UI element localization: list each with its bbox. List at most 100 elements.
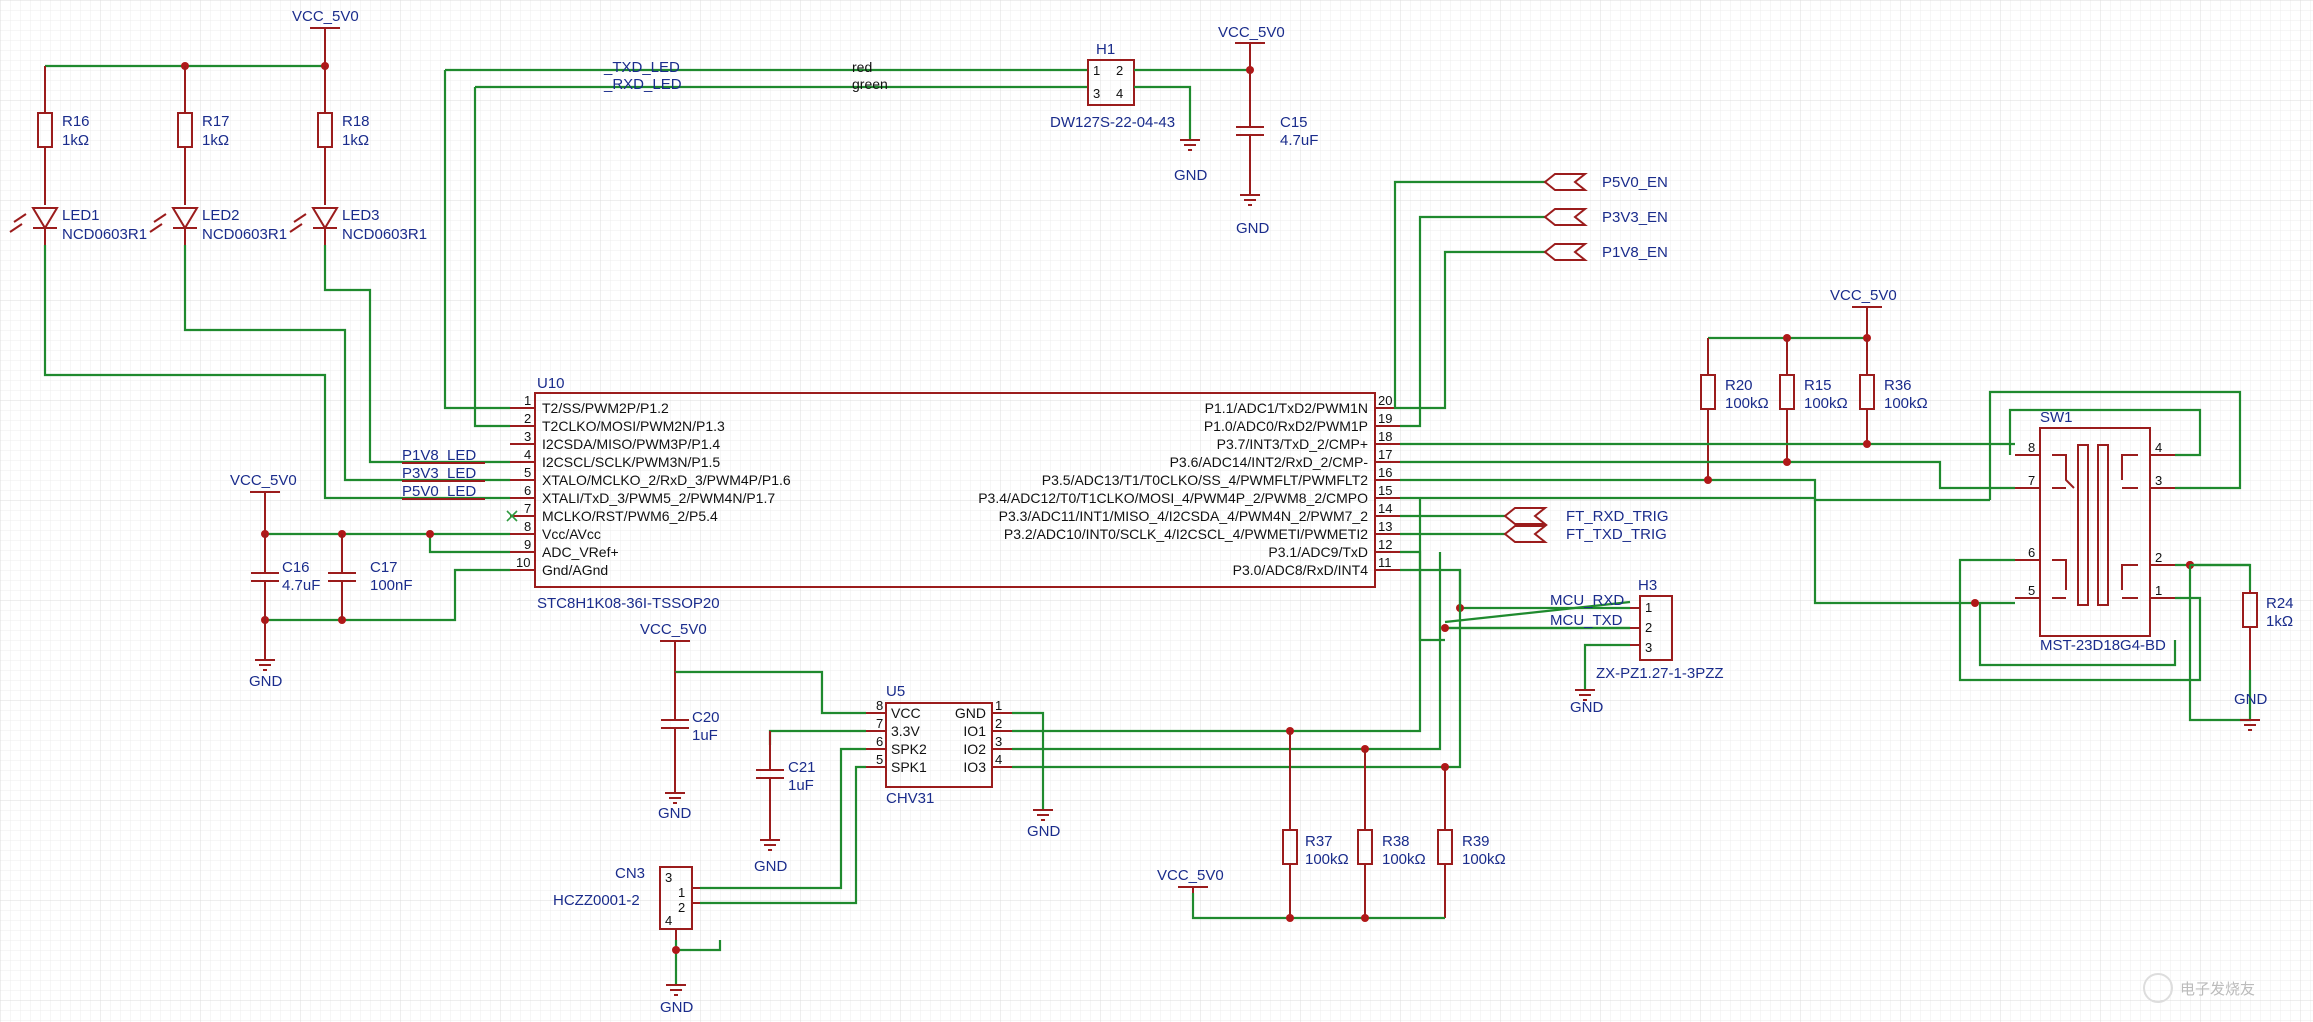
svg-text:1: 1 (2155, 583, 2162, 598)
gnd-cn3[interactable]: GND (660, 984, 694, 1016)
connector-h1[interactable]: H1 1 2 3 4 DW127S-22-04-43 (1050, 41, 1175, 131)
svg-text:16: 16 (1378, 465, 1392, 480)
svg-text:100nF: 100nF (370, 577, 413, 594)
svg-text:1uF: 1uF (692, 727, 718, 744)
svg-text:1: 1 (524, 393, 531, 408)
svg-text:2: 2 (2155, 550, 2162, 565)
svg-text:IO1: IO1 (963, 723, 986, 739)
svg-text:3: 3 (1645, 640, 1652, 655)
vcc-pullups[interactable]: VCC_5V0 (1830, 287, 1897, 338)
switch-sw1[interactable]: SW1 MST-23D18G4-BD 8 7 6 5 4 3 2 1 (2015, 409, 2175, 654)
resistor-r24[interactable]: R24 1kΩ (2190, 563, 2294, 670)
r17-value: 1kΩ (202, 132, 229, 149)
svg-text:H1: H1 (1096, 41, 1115, 58)
svg-text:XTALI/TxD_3/PWM5_2/PWM4N/P1.7: XTALI/TxD_3/PWM5_2/PWM4N/P1.7 (542, 490, 775, 506)
led3-ref: LED3 (342, 207, 380, 224)
svg-text:4: 4 (995, 752, 1002, 767)
svg-text:VCC_5V0: VCC_5V0 (640, 621, 707, 638)
svg-text:C21: C21 (788, 759, 816, 776)
r17-ref: R17 (202, 113, 230, 130)
svg-text:7: 7 (524, 501, 531, 516)
led2-value: NCD0603R1 (202, 226, 287, 243)
gnd-h1[interactable]: GND (1174, 139, 1208, 184)
net-mcu-txd: MCU_TXD (1550, 612, 1623, 629)
vcc-mcu[interactable]: VCC_5V0 (230, 472, 297, 534)
svg-text:8: 8 (876, 698, 883, 713)
svg-text:P3.1/ADC9/TxD: P3.1/ADC9/TxD (1268, 544, 1368, 560)
resistor-r15[interactable]: R15 100kΩ (1779, 338, 1848, 462)
svg-text:2: 2 (524, 411, 531, 426)
capacitor-c15[interactable]: C15 4.7uF GND (1236, 70, 1318, 237)
net-p3v3-led: P3V3_LED (402, 465, 476, 482)
wire-spk1 (700, 765, 866, 905)
svg-text:MST-23D18G4-BD: MST-23D18G4-BD (2040, 637, 2166, 654)
svg-text:P3.7/INT3/TxD_2/CMP+: P3.7/INT3/TxD_2/CMP+ (1217, 436, 1368, 452)
svg-text:7: 7 (2028, 473, 2035, 488)
wire-sw-5 (1813, 498, 2015, 605)
svg-text:7: 7 (876, 716, 883, 731)
led2-ref: LED2 (202, 207, 240, 224)
svg-text:GND: GND (2234, 691, 2268, 708)
port-p3v3-en[interactable]: P3V3_EN (1543, 208, 1668, 226)
svg-text:8: 8 (2028, 440, 2035, 455)
wire-p3v3-led (183, 245, 510, 482)
vcc-h1[interactable]: VCC_5V0 (1218, 24, 1285, 70)
svg-text:20: 20 (1378, 393, 1392, 408)
speaker-connector-cn3[interactable]: CN3 HCZZ0001-2 1 2 3 4 (553, 865, 700, 940)
header-h3[interactable]: H3 1 2 3 ZX-PZ1.27-1-3PZZ (1596, 577, 1724, 682)
svg-text:P1.1/ADC1/TxD2/PWM1N: P1.1/ADC1/TxD2/PWM1N (1205, 400, 1368, 416)
svg-text:15: 15 (1378, 483, 1392, 498)
led-channel-3[interactable]: R18 1kΩ LED3 NCD0603R1 (289, 66, 427, 245)
port-p1v8-en[interactable]: P1V8_EN (1543, 243, 1668, 261)
wire-vref (428, 534, 510, 554)
gnd-u5[interactable]: GND (1027, 809, 1061, 840)
led-light-icon (149, 213, 167, 233)
wire-r24-gnd (2188, 565, 2252, 722)
capacitor-c20[interactable]: C20 1uF GND (658, 672, 720, 822)
audio-ic-u5[interactable]: U5 CHV31 8 7 6 5 VCC 3.3V SPK2 SPK1 1 2 … (866, 683, 1012, 807)
svg-text:100kΩ: 100kΩ (1305, 851, 1349, 868)
led-channel-2[interactable]: R17 1kΩ LED2 NCD0603R1 (149, 66, 287, 245)
svg-text:R15: R15 (1804, 377, 1832, 394)
svg-text:1uF: 1uF (788, 777, 814, 794)
svg-text:SPK2: SPK2 (891, 741, 927, 757)
port-ft-txd-trig[interactable]: FT_TXD_TRIG (1503, 525, 1667, 543)
svg-text:10: 10 (516, 555, 530, 570)
port-ft-rxd-trig[interactable]: FT_RXD_TRIG (1503, 507, 1669, 525)
svg-text:P3.5/ADC13/T1/T0CLKO/SS_4/PWMF: P3.5/ADC13/T1/T0CLKO/SS_4/PWMFLT/PWMFLT2 (1042, 472, 1368, 488)
svg-text:2: 2 (995, 716, 1002, 731)
svg-text:100kΩ: 100kΩ (1725, 395, 1769, 412)
r16-ref: R16 (62, 113, 90, 130)
capacitor-c17[interactable]: C17 100nF (328, 534, 413, 620)
capacitor-c16[interactable]: C16 4.7uF (251, 534, 320, 660)
vcc-u5[interactable]: VCC_5V0 (640, 621, 707, 672)
wire-sw-6 (1958, 558, 2202, 682)
gnd-h3[interactable]: GND (1570, 689, 1604, 716)
wire-io3 (1012, 570, 1462, 769)
vcc-top-left[interactable]: VCC_5V0 (292, 8, 359, 66)
svg-text:3: 3 (524, 429, 531, 444)
gnd-r24[interactable]: GND (2234, 691, 2268, 731)
wire-p12 (443, 70, 510, 410)
svg-text:VCC_5V0: VCC_5V0 (230, 472, 297, 489)
resistor-r38[interactable]: R38 100kΩ (1357, 749, 1426, 918)
led-light-icon (289, 213, 307, 233)
svg-text:14: 14 (1378, 501, 1392, 516)
resistor-r36[interactable]: R36 100kΩ (1859, 338, 1928, 444)
svg-text:3: 3 (665, 870, 672, 885)
svg-text:13: 13 (1378, 519, 1392, 534)
resistor-r39[interactable]: R39 100kΩ (1437, 767, 1506, 918)
svg-text:C17: C17 (370, 559, 398, 576)
vcc-pulldowns[interactable]: VCC_5V0 (1157, 867, 1224, 893)
port-p5v0-en[interactable]: P5V0_EN (1543, 173, 1668, 191)
wire-io2 (1012, 552, 1442, 751)
resistor-r37[interactable]: R37 100kΩ (1282, 731, 1349, 918)
led-channel-1[interactable]: R16 1kΩ LED1 NCD0603R1 (9, 66, 147, 245)
capacitor-c21[interactable]: C21 1uF GND (754, 731, 816, 875)
svg-text:1: 1 (995, 698, 1002, 713)
mcu-u10[interactable]: U10 STC8H1K08-36I-TSSOP20 1 2 3 4 5 6 7 … (510, 375, 1400, 612)
svg-text:6: 6 (2028, 545, 2035, 560)
svg-text:5: 5 (524, 465, 531, 480)
gnd-mcu[interactable]: GND (249, 659, 283, 690)
